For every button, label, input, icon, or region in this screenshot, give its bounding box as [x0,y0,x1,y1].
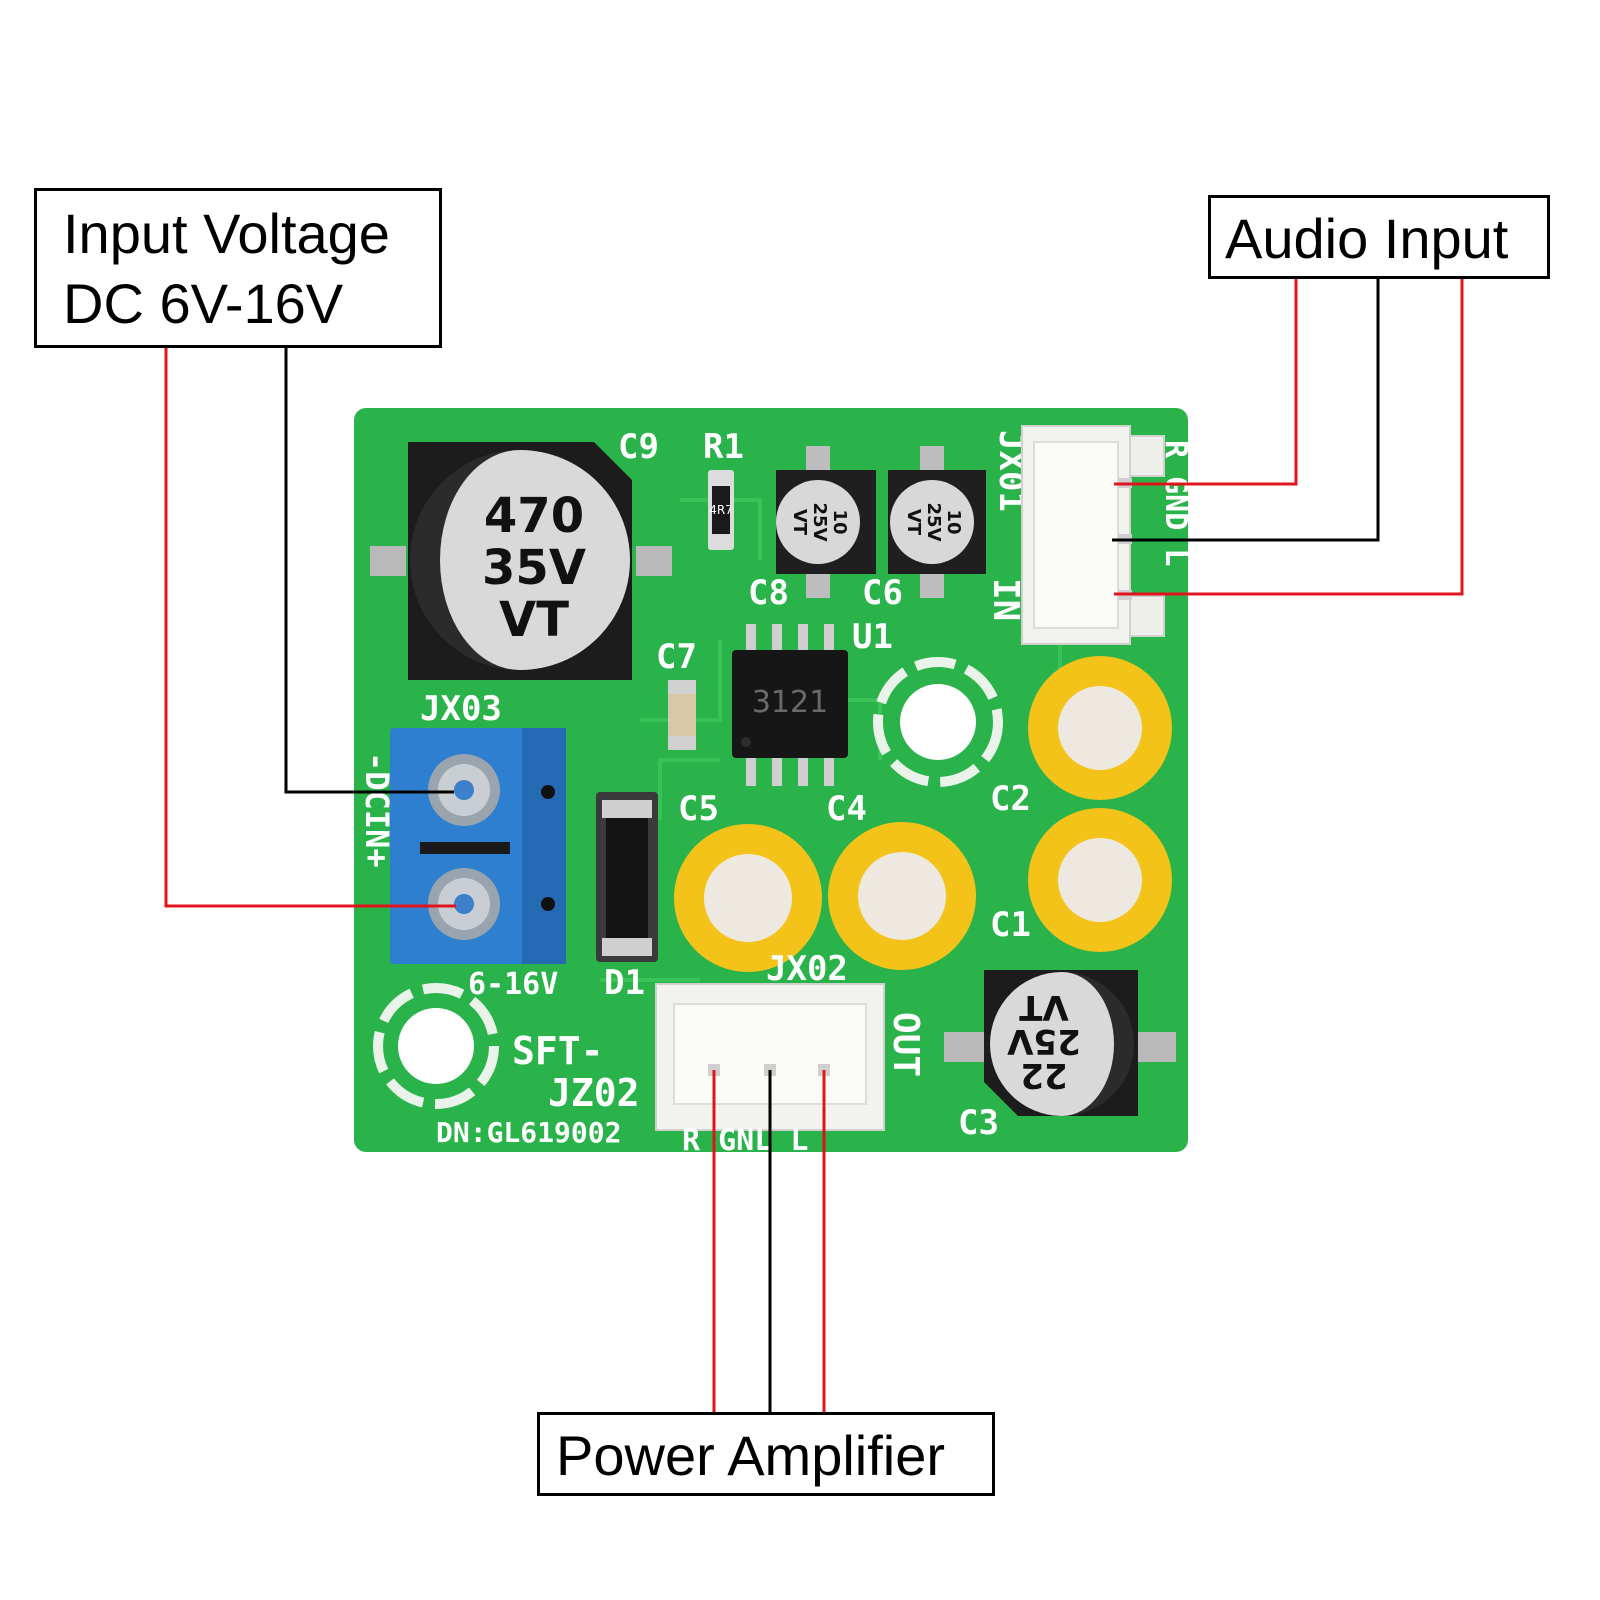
c6-cap-value: 10 [943,509,964,534]
terminal-jx03 [390,728,566,964]
label-c4: C4 [826,789,867,829]
c8-cap-voltage: 25V [809,503,830,542]
capacitor-c8: 10 25V VT [776,446,876,598]
label-in: IN [985,578,1026,621]
label-range: 6-16V [468,967,558,1002]
wire-audio-left [1114,279,1464,596]
wire-dc-negative [284,348,454,794]
label-u1: U1 [852,617,893,657]
capacitor-c1 [1028,808,1172,952]
c9-cap-value: 470 [484,488,584,544]
label-c9: C9 [618,427,659,467]
audio-input-label: Audio Input [1225,207,1509,270]
label-dn: DN:GL619002 [436,1116,621,1149]
capacitor-c4 [828,822,976,970]
wire-dc-positive [164,348,456,908]
label-c8: C8 [748,573,789,613]
label-out: OUT [885,1012,926,1077]
mounting-hole-bottom [373,983,499,1109]
label-c1: C1 [990,905,1031,945]
label-r-gnd-l-bottom: R GNL L [682,1123,808,1158]
input-voltage-range: DC 6V-16V [63,272,344,335]
label-jz02: JZ02 [548,1071,640,1115]
connector-jx01 [1021,425,1165,645]
label-sft: SFT- [512,1029,604,1073]
c8-cap-brand: VT [789,509,810,536]
wire-audio-right [1114,279,1298,486]
label-c7: C7 [656,637,697,677]
label-d1: D1 [604,963,645,1003]
label-r1: R1 [703,427,744,467]
label-jx03: JX03 [420,689,502,729]
c9-cap-voltage: 35V [482,540,586,596]
capacitor-c6: 10 25V VT [888,446,986,598]
chip-u1: 3121 [732,624,848,786]
c6-cap-brand: VT [903,509,924,536]
callout-input-voltage: Input Voltage DC 6V-16V [34,188,442,348]
capacitor-c9: 470 35V VT [370,442,672,680]
input-voltage-title: Input Voltage [63,202,390,265]
mounting-hole-top [873,657,1003,787]
capacitor-c3: 22 25V VT [944,970,1176,1116]
diode-d1 [596,792,658,962]
c3-cap-value: 22 [1020,1055,1067,1095]
screw-bottom [428,868,500,940]
label-c5: C5 [678,789,719,829]
label-c2: C2 [990,779,1031,819]
capacitor-c2 [1028,656,1172,800]
label-jx02: JX02 [766,949,848,989]
c8-cap-value: 10 [829,509,850,534]
c3-cap-brand: VT [1018,987,1068,1027]
label-c3: C3 [958,1103,999,1143]
chip-marking: 3121 [752,685,828,720]
resistor-r1: 4R7 [708,470,734,550]
screw-top [428,754,500,826]
label-c6: C6 [862,573,903,613]
label-dcin: -DCIN+ [358,752,396,868]
r1-value: 4R7 [709,503,733,517]
c6-cap-voltage: 25V [923,503,944,542]
c9-cap-brand: VT [499,592,569,648]
callout-power-amplifier: Power Amplifier [537,1412,995,1496]
power-amplifier-label: Power Amplifier [556,1424,946,1487]
callout-audio-input: Audio Input [1208,195,1550,279]
wire-audio-ground [1112,279,1380,542]
capacitor-c7 [668,680,696,750]
c3-cap-voltage: 25V [1007,1021,1081,1061]
capacitor-c5 [674,824,822,972]
